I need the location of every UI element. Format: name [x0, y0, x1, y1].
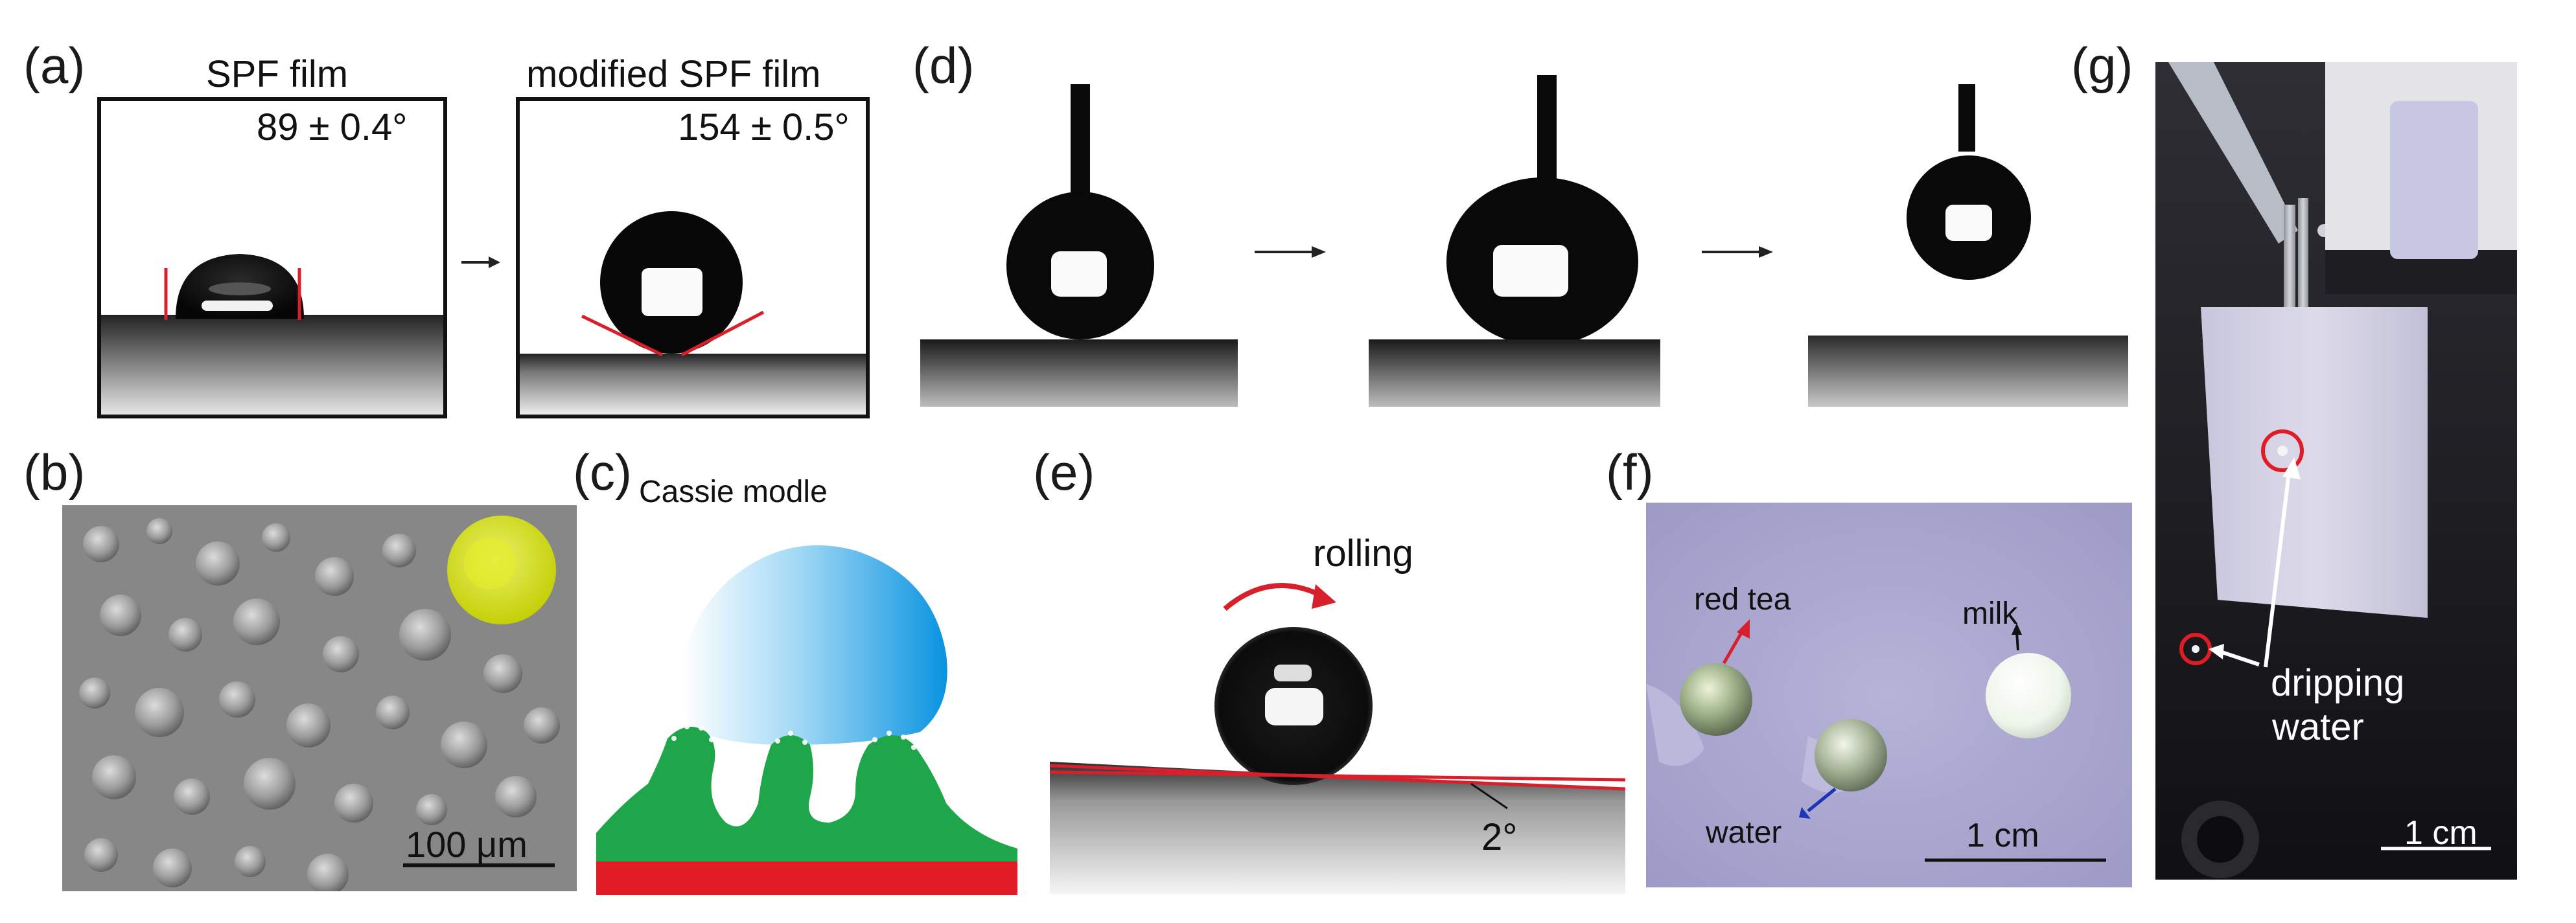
- contact-angle-image-modified: [516, 97, 870, 418]
- spf-contact-angle: 89 ± 0.4°: [257, 106, 408, 148]
- panel-label-g: (g): [2071, 37, 2133, 94]
- rolling-label: rolling: [1313, 532, 1413, 575]
- contact-angle-image-spf: [97, 97, 447, 418]
- arrow-icon: [461, 254, 500, 271]
- milk-label: milk: [1962, 597, 2018, 631]
- sem-image: [62, 505, 577, 891]
- modified-spf-film-title: modified SPF film: [526, 53, 821, 95]
- droplet-frame-3: [1808, 78, 2128, 407]
- red-tea-label: red tea: [1694, 582, 1791, 617]
- rolling-droplet-image: [1050, 512, 1625, 894]
- dripping-water-label: water: [2272, 706, 2364, 748]
- droplet-frame-1: [920, 78, 1238, 407]
- liquid-repellency-photo: [1646, 503, 2132, 887]
- arrow-icon: [1255, 244, 1326, 260]
- dripping-label: dripping: [2271, 662, 2405, 704]
- panel-label-f: (f): [1606, 444, 1654, 501]
- panel-label-c: (c): [573, 444, 632, 501]
- sem-scale-bar-label: 100 μm: [406, 824, 528, 865]
- arrow-icon: [1702, 244, 1773, 260]
- photo-scale-bar-label: 1 cm: [1966, 817, 2039, 854]
- modified-contact-angle: 154 ± 0.5°: [678, 106, 850, 148]
- panel-label-b: (b): [23, 444, 86, 501]
- panel-label-a: (a): [23, 37, 86, 94]
- spf-film-title: SPF film: [206, 53, 349, 95]
- water-label: water: [1706, 815, 1782, 850]
- cassie-model-title: Cassie modle: [639, 475, 828, 509]
- tilt-angle-label: 2°: [1481, 816, 1518, 858]
- droplet-frame-2: [1369, 71, 1660, 407]
- cassie-model-diagram: [596, 499, 1017, 895]
- panel-label-e: (e): [1033, 444, 1095, 501]
- panel-label-d: (d): [912, 37, 975, 94]
- dripping-water-photo: [2155, 62, 2517, 880]
- dripping-scale-bar-label: 1 cm: [2404, 814, 2477, 852]
